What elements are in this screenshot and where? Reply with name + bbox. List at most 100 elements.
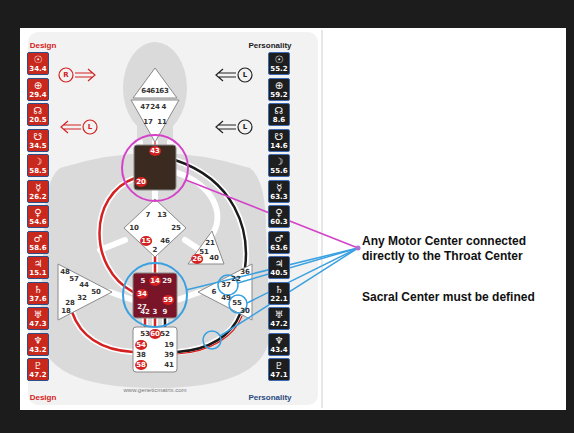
planet-box: ☋34.5 — [27, 129, 49, 152]
column-heading: Design — [30, 41, 57, 50]
gate-number: 26 — [191, 254, 203, 264]
gate-number: 18 — [61, 307, 71, 315]
gate-number: 37 — [221, 281, 231, 289]
planet-symbol: ⊕ — [275, 80, 283, 91]
gate-line-value: 59.2 — [270, 91, 287, 99]
root-center — [133, 327, 177, 372]
gate-number: 10 — [129, 224, 139, 232]
gate-number: 29 — [162, 277, 172, 285]
planet-symbol: ♃ — [275, 258, 284, 269]
rotation-letter: L — [88, 123, 92, 131]
planet-symbol: ♇ — [34, 360, 43, 371]
gate-number: 14 — [149, 276, 161, 286]
drawing-stroke — [72, 312, 133, 352]
planet-box: ♇47.2 — [27, 358, 49, 381]
gate-line-value: 47.2 — [29, 371, 46, 379]
drawing-stroke — [75, 69, 95, 81]
gate-line-value: 34.4 — [29, 65, 46, 73]
gate-number: 43 — [149, 146, 161, 156]
planet-symbol: ♅ — [275, 309, 284, 320]
gate-number: 40 — [209, 254, 219, 262]
leader-lines — [186, 180, 361, 336]
planet-symbol: ♆ — [34, 335, 43, 346]
gate-number: 42 — [140, 308, 150, 316]
gate-number: 22 — [231, 275, 241, 283]
gate-number: 60 — [149, 329, 161, 339]
gate-number: 61 — [150, 87, 160, 95]
drawing-stroke — [177, 316, 242, 354]
gate-line-value: 15.1 — [29, 269, 46, 277]
gate-number: 28 — [65, 299, 75, 307]
planet-symbol: ♄ — [275, 284, 284, 295]
gate-number: 21 — [205, 239, 215, 247]
planet-symbol: ♃ — [34, 258, 43, 269]
planet-box: ♀60.3 — [268, 205, 290, 228]
planet-symbol: ☿ — [276, 182, 282, 193]
drawing-stroke — [123, 263, 187, 327]
drawing-stroke — [216, 121, 236, 133]
column-heading: Personality — [248, 393, 291, 402]
gate-line-value: 55.2 — [270, 65, 287, 73]
gate-number: 32 — [77, 294, 87, 302]
planet-box: ♃15.1 — [27, 256, 49, 279]
callout-rings — [122, 135, 247, 349]
gate-number: 55 — [232, 299, 242, 307]
gate-number: 15 — [140, 236, 152, 246]
planet-box: ☿26.2 — [27, 180, 49, 203]
drawing-stroke — [175, 160, 246, 268]
planet-box: ♃40.5 — [268, 256, 290, 279]
planet-box: ☊8.6 — [268, 103, 290, 126]
planet-symbol: ☉ — [275, 54, 284, 65]
divider — [322, 30, 323, 408]
drawing-stroke — [238, 120, 252, 134]
gate-number: 57 — [69, 275, 79, 283]
planet-box: ☉34.4 — [27, 52, 49, 75]
rotation-letter: R — [63, 71, 68, 79]
gate-number: 44 — [79, 281, 89, 289]
planet-box: ♀54.6 — [27, 205, 49, 228]
gate-number: 19 — [164, 341, 174, 349]
annotation: Sacral Center must be defined — [362, 290, 558, 305]
gate-number: 54 — [135, 340, 147, 350]
planet-symbol: ⊕ — [34, 80, 42, 91]
planet-box: ☊20.5 — [27, 103, 49, 126]
column-heading: Design — [30, 393, 57, 402]
gate-number: 36 — [240, 268, 250, 276]
gate-number: 4 — [162, 103, 167, 111]
rotation-arrows — [59, 68, 252, 134]
watermark: www.geneticmatrix.com — [123, 387, 186, 393]
planet-symbol: ☽ — [275, 156, 284, 167]
planet-box: ☽55.6 — [268, 154, 290, 177]
drawing-stroke — [238, 68, 252, 82]
drawing-stroke — [154, 256, 157, 273]
gate-number: 38 — [136, 351, 146, 359]
centers — [58, 68, 252, 372]
drawing-stroke — [220, 248, 358, 336]
gate-line-value: 47.1 — [270, 371, 287, 379]
gate-line-value: 60.3 — [270, 218, 287, 226]
gate-number: 59 — [162, 295, 174, 305]
drawing-stroke — [59, 68, 73, 82]
gate-line-value: 26.2 — [29, 193, 46, 201]
head-center — [133, 68, 177, 98]
planet-symbol: ♆ — [275, 335, 284, 346]
planet-box: ♂63.6 — [268, 231, 290, 254]
planet-symbol: ☊ — [275, 105, 284, 116]
planet-box: ☽58.5 — [27, 154, 49, 177]
planet-box: ♆43.4 — [268, 333, 290, 356]
drawing-stroke — [83, 120, 97, 134]
gate-line-value: 8.6 — [273, 116, 285, 124]
planet-box: ☿63.3 — [268, 180, 290, 203]
gate-line-value: 55.6 — [270, 167, 287, 175]
drawing-stroke — [72, 312, 133, 352]
gate-number: 47 — [140, 103, 150, 111]
planet-box: ☉55.2 — [268, 52, 290, 75]
gate-line-value: 63.3 — [270, 193, 287, 201]
planet-symbol: ☋ — [275, 131, 284, 142]
planet-box: ♅47.2 — [268, 307, 290, 330]
silhouette — [40, 42, 270, 388]
gate-number: 13 — [157, 211, 167, 219]
spleen-center — [58, 264, 112, 320]
g-center — [124, 199, 186, 257]
drawing-stroke — [203, 331, 221, 349]
